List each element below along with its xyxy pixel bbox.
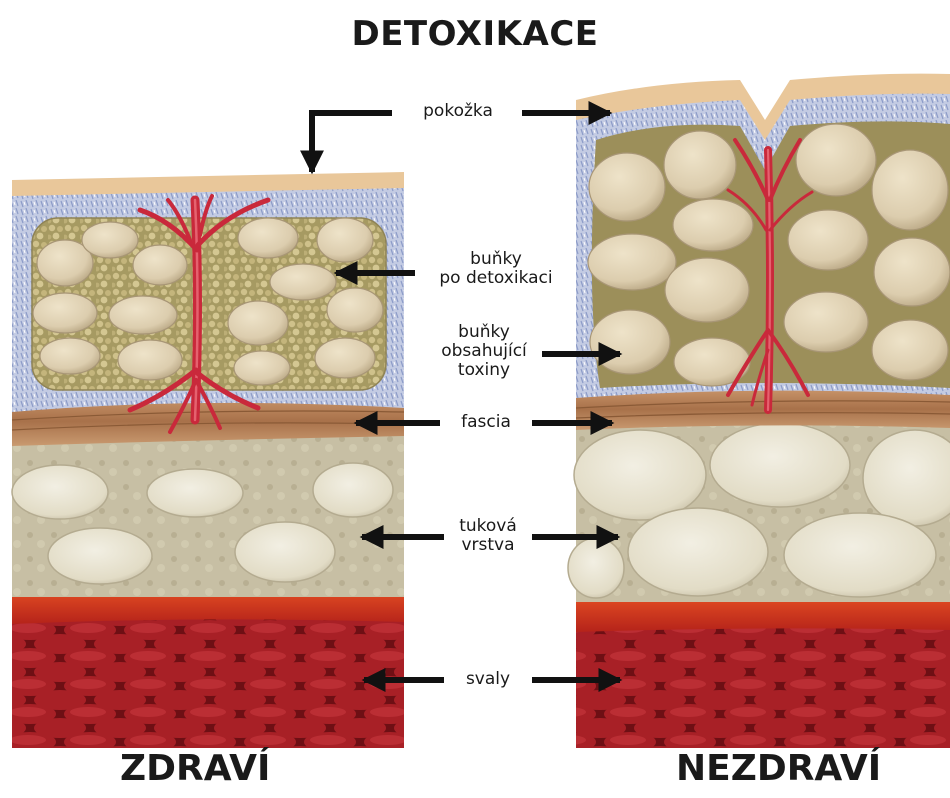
diagram-title: DETOXIKACE (0, 14, 950, 54)
label-fascia: fascia (444, 413, 528, 432)
unhealthy-tissue-panel (568, 74, 950, 748)
caption-healthy: ZDRAVÍ (120, 748, 270, 789)
caption-unhealthy: NEZDRAVÍ (676, 748, 881, 789)
arrow-skin-left (312, 113, 392, 172)
label-cells-toxic-line2: obsahující (430, 342, 538, 361)
label-cells-after-line1: buňky (424, 250, 568, 269)
label-cells-after-detox: buňky po detoxikaci (424, 250, 568, 288)
label-skin: pokožka (404, 102, 512, 121)
label-fat-line1: tuková (448, 517, 528, 536)
label-fat-layer: tuková vrstva (448, 517, 528, 555)
label-cells-toxic-line1: buňky (430, 323, 538, 342)
healthy-tissue-panel (12, 172, 404, 748)
unhealthy-muscle-sheath (576, 598, 950, 632)
label-cells-toxic-line3: toxiny (430, 361, 538, 380)
unhealthy-muscle-layer (576, 625, 950, 748)
label-cells-with-toxins: buňky obsahující toxiny (430, 323, 538, 380)
label-cells-after-line2: po detoxikaci (424, 269, 568, 288)
healthy-muscle-layer (12, 615, 404, 748)
label-muscles: svaly (448, 670, 528, 689)
label-fat-line2: vrstva (448, 536, 528, 555)
unhealthy-fascia (576, 388, 950, 430)
